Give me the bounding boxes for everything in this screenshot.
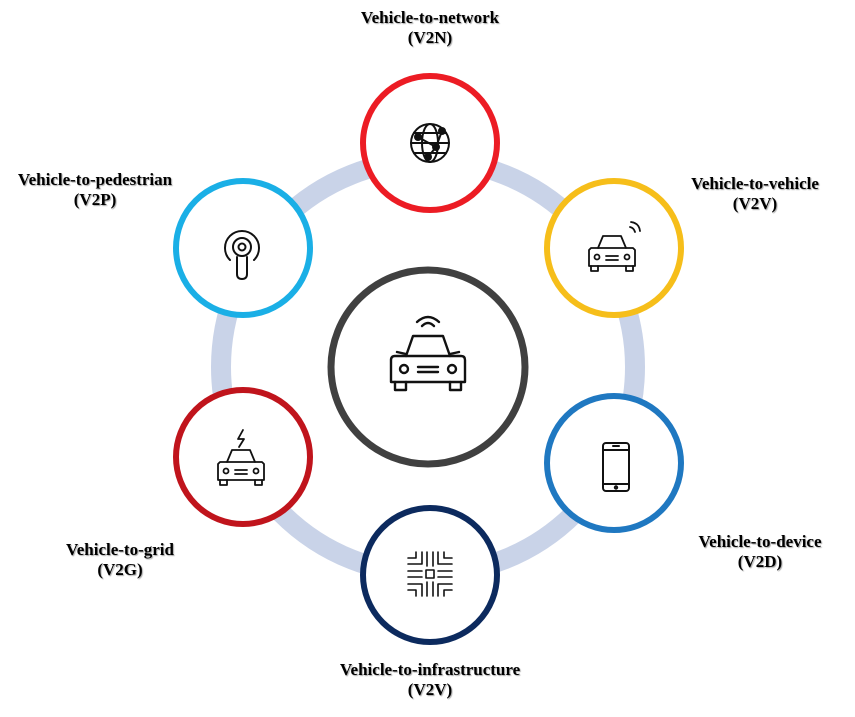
circuit-icon bbox=[407, 551, 453, 597]
center-node bbox=[327, 266, 529, 468]
label-v2n: Vehicle-to-network (V2N) bbox=[330, 8, 530, 48]
label-v2v-right-abbr: (V2V) bbox=[732, 194, 778, 213]
label-v2d-abbr: (V2D) bbox=[737, 552, 783, 571]
label-v2i-name: Vehicle-to-infrastructure bbox=[339, 660, 521, 679]
label-v2i: Vehicle-to-infrastructure (V2V) bbox=[300, 660, 560, 700]
label-v2g-name: Vehicle-to-grid bbox=[66, 540, 174, 559]
label-v2n-name: Vehicle-to-network bbox=[360, 8, 500, 27]
node-v2p bbox=[173, 178, 313, 318]
label-v2g-abbr: (V2G) bbox=[97, 560, 143, 579]
label-v2v-right-name: Vehicle-to-vehicle bbox=[691, 174, 819, 193]
label-v2d-name: Vehicle-to-device bbox=[698, 532, 822, 551]
node-v2n bbox=[360, 73, 500, 213]
label-v2g: Vehicle-to-grid (V2G) bbox=[30, 540, 210, 580]
label-v2p-abbr: (V2P) bbox=[73, 190, 117, 209]
node-v2d bbox=[544, 393, 684, 533]
node-v2g bbox=[173, 387, 313, 527]
globe-network-icon bbox=[410, 123, 450, 163]
electric-car-icon bbox=[217, 429, 265, 486]
smartphone-icon bbox=[602, 442, 630, 492]
car-signal-icon bbox=[588, 221, 641, 272]
label-v2i-abbr: (V2V) bbox=[407, 680, 453, 699]
label-v2d: Vehicle-to-device (V2D) bbox=[665, 532, 855, 572]
node-v2v-right bbox=[544, 178, 684, 318]
label-v2v-right: Vehicle-to-vehicle (V2V) bbox=[660, 174, 850, 214]
label-v2p-name: Vehicle-to-pedestrian bbox=[17, 170, 173, 189]
connected-car-icon bbox=[389, 315, 467, 392]
label-v2p: Vehicle-to-pedestrian (V2P) bbox=[0, 170, 190, 210]
node-v2i bbox=[360, 505, 500, 645]
pedestrian-signal-icon bbox=[224, 229, 260, 280]
label-v2n-abbr: (V2N) bbox=[407, 28, 453, 47]
